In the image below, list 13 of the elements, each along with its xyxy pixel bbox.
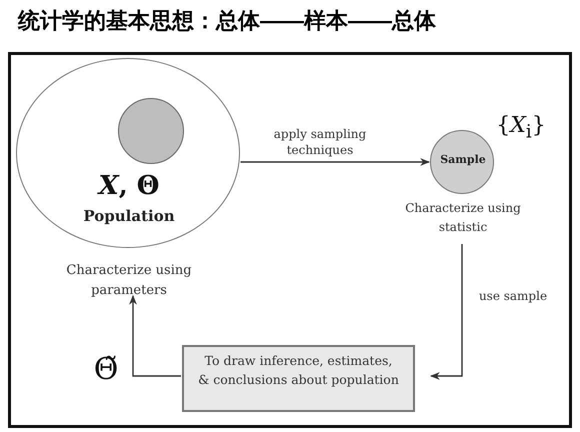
sample-label: Sample — [439, 153, 487, 166]
symbol-label: X, Θ — [96, 171, 160, 201]
title: 统计学的基本思想：总体——样本——总体 — [18, 7, 436, 35]
arrow — [129, 294, 181, 377]
set-symbol: {X$_{i}$} — [495, 113, 547, 142]
note-text: Characterize using statistic — [404, 200, 522, 236]
box-text: To draw inference, estimates, & conclusions about population — [198, 352, 399, 389]
arrow — [240, 158, 430, 166]
symbol-label: Θ̃ — [92, 352, 120, 387]
process-box — [182, 345, 415, 412]
population-label: Population — [82, 207, 176, 225]
note-text: Characterize using parameters — [65, 262, 193, 300]
arrow — [430, 244, 463, 380]
